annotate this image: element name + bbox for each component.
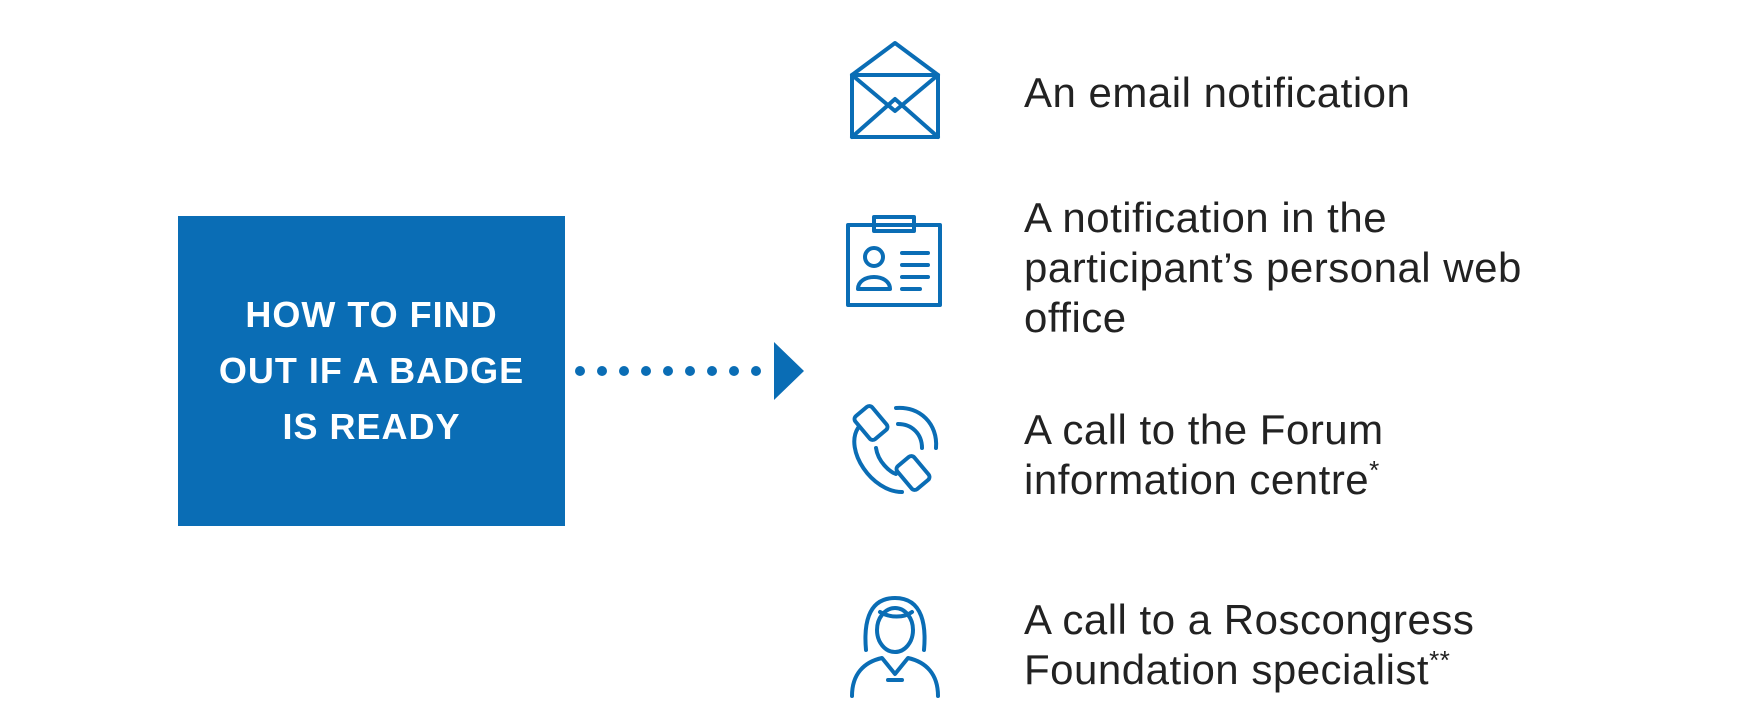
arrow-head-icon <box>774 342 804 400</box>
item-web-office-text: A notification in the participant’s pers… <box>1024 194 1522 341</box>
item-specialist-text: A call to a Roscongress Foundation speci… <box>1024 596 1475 693</box>
item-email-text: An email notification <box>1024 69 1411 116</box>
envelope-icon <box>850 41 940 139</box>
item-forum-call-text: A call to the Forum information centre* <box>1024 406 1384 503</box>
phone-icon <box>852 404 939 494</box>
main-box: HOW TO FIND OUT IF A BADGE IS READY <box>178 216 565 526</box>
id-card-icon <box>846 215 942 307</box>
main-title: HOW TO FIND OUT IF A BADGE IS READY <box>218 294 525 447</box>
dotted-arrow <box>575 342 804 400</box>
specialist-icon <box>850 596 940 698</box>
